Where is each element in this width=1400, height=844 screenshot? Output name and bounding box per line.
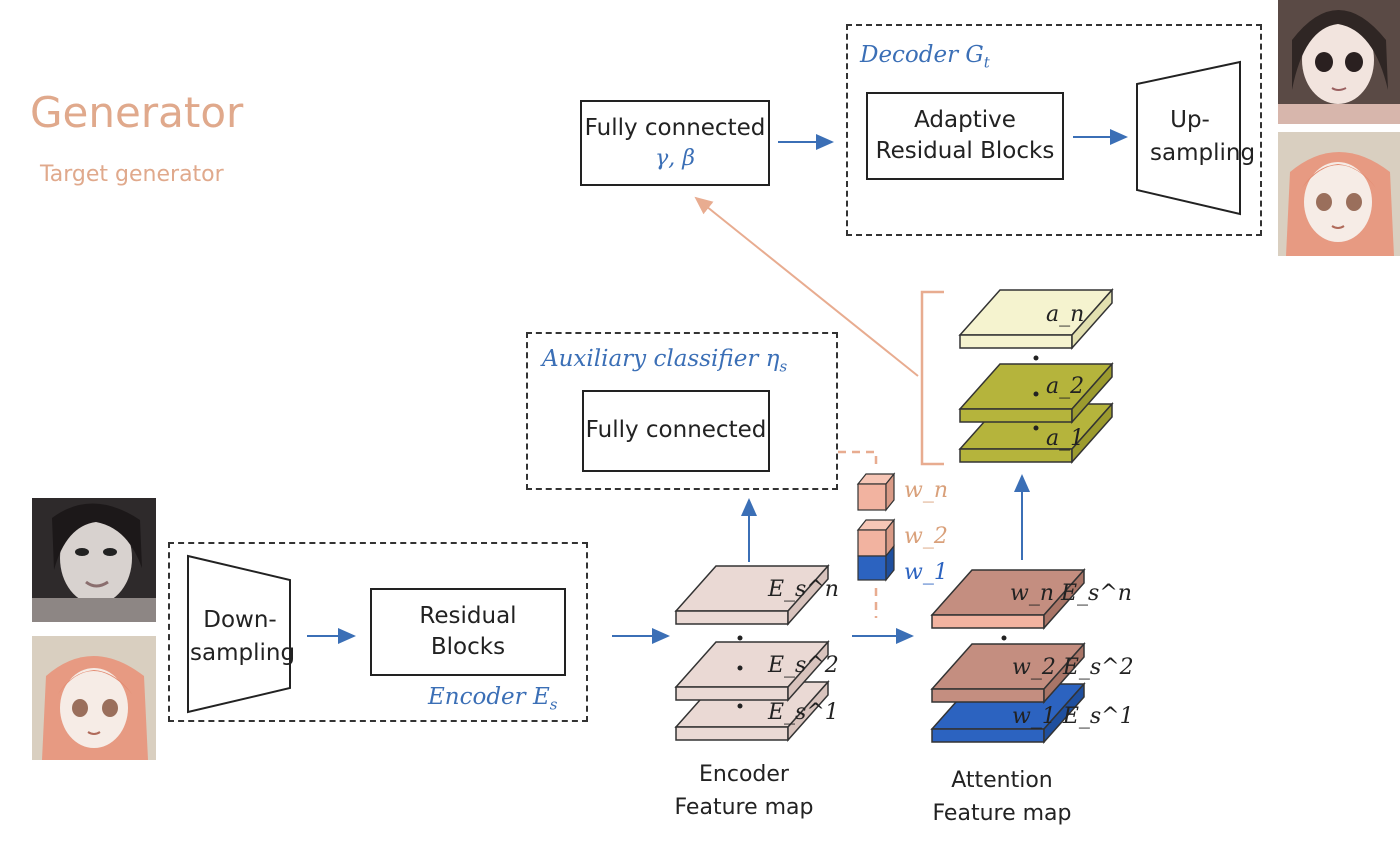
upsampling-label: Up-sampling bbox=[1150, 107, 1256, 167]
selfie-photo-icon bbox=[32, 498, 156, 622]
downsampling-label: Down-sampling bbox=[190, 607, 296, 667]
act-layer-1: a_1 bbox=[1046, 426, 1085, 451]
auxiliary-classifier-group bbox=[526, 332, 838, 490]
weight-label-2: w_2 bbox=[904, 524, 948, 549]
aux-weight-link bbox=[838, 450, 878, 470]
diagram-subtitle: Target generator bbox=[40, 162, 224, 187]
activation-bracket bbox=[920, 290, 944, 466]
decoder-label: Decoder Gt bbox=[860, 42, 990, 72]
decoder-group bbox=[846, 24, 1262, 236]
downsampling-trapezoid bbox=[187, 554, 291, 714]
encoder-group bbox=[168, 542, 588, 722]
att-layer-n: w_n E_s^n bbox=[1010, 581, 1132, 606]
diagram-title: Generator bbox=[30, 88, 244, 137]
encoder-label: Encoder Es bbox=[428, 684, 558, 714]
act-layer-n: a_n bbox=[1046, 302, 1085, 327]
anime-output-photo-2 bbox=[1278, 132, 1400, 256]
weight-label-n: w_n bbox=[904, 478, 948, 503]
att-layer-2: w_2 E_s^2 bbox=[1012, 655, 1134, 680]
aux-fully-connected: Fully connected bbox=[582, 390, 770, 472]
enc-layer-n: E_s^n bbox=[768, 577, 839, 602]
anime-output-photo-1 bbox=[1278, 0, 1400, 124]
att-layer-1: w_1 E_s^1 bbox=[1012, 704, 1134, 729]
anime-girl-photo-icon bbox=[32, 636, 156, 760]
auxiliary-classifier-label: Auxiliary classifier ηs bbox=[542, 346, 788, 376]
enc-layer-1: E_s^1 bbox=[768, 700, 839, 725]
weight-cube-2-1 bbox=[856, 518, 896, 582]
upsampling-trapezoid bbox=[1136, 60, 1241, 216]
weight-label-1: w_1 bbox=[904, 560, 948, 585]
weight-cube-n bbox=[856, 472, 896, 512]
arrow-activation-to-fc bbox=[694, 196, 919, 377]
enc-layer-2: E_s^2 bbox=[768, 653, 839, 678]
act-layer-2: a_2 bbox=[1046, 374, 1085, 399]
